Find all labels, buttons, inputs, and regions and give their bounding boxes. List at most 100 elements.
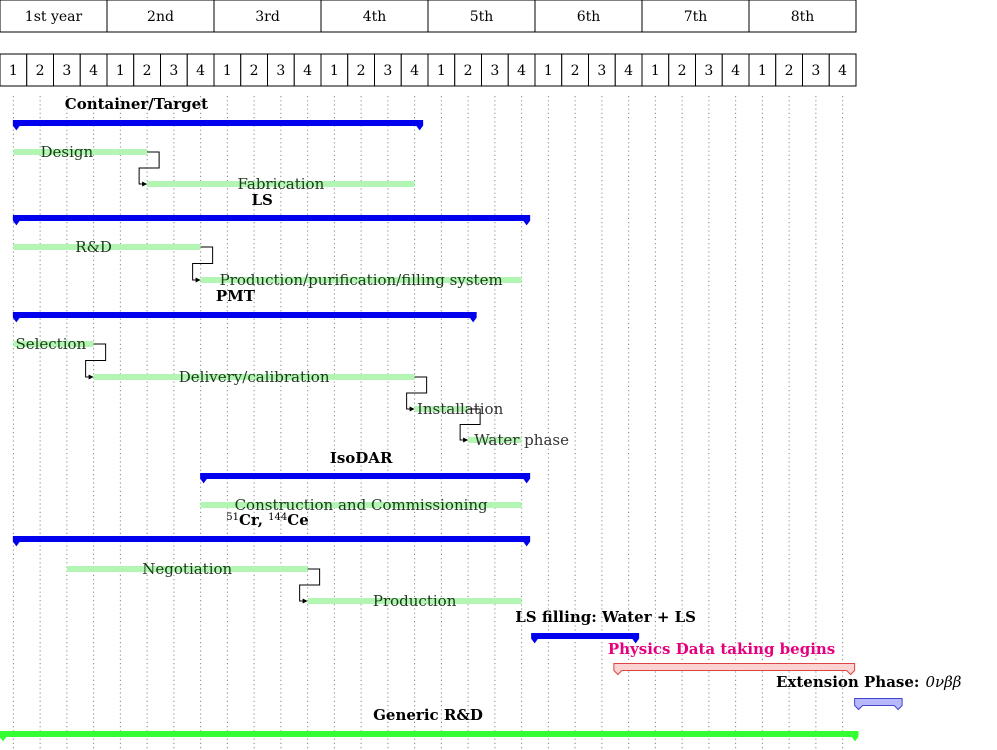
quarter-cell	[160, 53, 188, 87]
quarter-cell	[267, 53, 295, 87]
quarter-label: 1	[330, 63, 339, 79]
group-title-part: 51	[226, 512, 239, 523]
task-bar	[66, 566, 308, 572]
group-bar	[12, 312, 477, 323]
year-cell	[320, 0, 429, 33]
dependency-arrow	[406, 376, 428, 410]
dependency-arrow	[299, 568, 321, 602]
quarter-label: 4	[303, 63, 312, 79]
quarter-cell	[400, 53, 429, 87]
quarter-cell	[588, 53, 616, 87]
task-label: Production/purification/filling system	[220, 271, 503, 289]
quarter-cell	[748, 53, 777, 87]
group-title-part: Ce	[287, 511, 308, 529]
quarter-label: 2	[678, 63, 687, 79]
physics-title: Physics Data taking begins	[608, 640, 835, 658]
quarter-label: 4	[624, 63, 633, 79]
arrowhead-icon	[463, 437, 469, 443]
quarter-label: 4	[838, 63, 847, 79]
quarter-label: 3	[597, 63, 606, 79]
task-label: Installation	[417, 400, 504, 418]
quarter-label: 3	[62, 63, 71, 79]
quarter-label: 1	[758, 63, 767, 79]
quarter-label: 3	[383, 63, 392, 79]
quarter-cell	[320, 53, 349, 87]
quarter-cell	[641, 53, 670, 87]
quarter-cell	[695, 53, 723, 87]
quarter-cell	[240, 53, 268, 87]
quarter-cell	[79, 53, 108, 87]
group-bar	[12, 536, 531, 547]
quarter-label: 1	[9, 63, 18, 79]
quarter-label: 3	[169, 63, 178, 79]
year-label: 7th	[684, 9, 708, 25]
task-label: Construction and Commissioning	[235, 496, 488, 514]
quarter-label: 3	[704, 63, 713, 79]
group-title: 51Cr, 144Ce	[226, 511, 309, 529]
task-bar	[13, 341, 94, 347]
quarter-label: 1	[116, 63, 125, 79]
year-label: 8th	[791, 9, 815, 25]
quarter-label: 4	[196, 63, 205, 79]
generic-bar	[0, 731, 859, 742]
quarter-label: 3	[811, 63, 820, 79]
quarter-label: 2	[571, 63, 580, 79]
group-bar	[12, 215, 531, 226]
quarter-label: 4	[410, 63, 419, 79]
generic-title: Generic R&D	[373, 706, 483, 724]
year-cell	[641, 0, 750, 33]
task-bar	[93, 374, 415, 380]
quarter-cell	[775, 53, 803, 87]
quarter-cell	[133, 53, 161, 87]
extension-math: 0νββ	[925, 673, 961, 691]
quarter-cell	[213, 53, 242, 87]
quarter-label: 3	[490, 63, 499, 79]
task-label: Design	[41, 143, 94, 161]
group-title: PMT	[216, 287, 256, 305]
group-bar	[12, 120, 424, 131]
year-label: 6th	[577, 9, 601, 25]
task-label: Fabrication	[237, 175, 324, 193]
quarter-label: 1	[437, 63, 446, 79]
year-cell	[106, 0, 215, 33]
quarter-label: 1	[651, 63, 660, 79]
group-title: LS	[251, 191, 272, 209]
dependency-arrow	[138, 151, 160, 185]
year-label: 2nd	[147, 9, 174, 25]
arrowhead-icon	[302, 598, 308, 604]
arrowhead-icon	[195, 277, 201, 283]
quarter-label: 2	[36, 63, 45, 79]
arrowhead-icon	[409, 406, 415, 412]
task-bar	[468, 437, 522, 443]
quarter-cell	[347, 53, 375, 87]
quarter-label: 1	[223, 63, 232, 79]
quarter-cell	[534, 53, 563, 87]
task-bar	[13, 244, 201, 250]
task-bar	[200, 502, 522, 508]
quarter-label: 2	[464, 63, 473, 79]
quarter-cell	[828, 53, 857, 87]
task-label: Selection	[15, 335, 86, 353]
extension-title-line: Extension Phase:0νββ	[776, 673, 962, 691]
ls-filling-title: LS filling: Water + LS	[515, 608, 696, 626]
task-label: Production	[373, 592, 457, 610]
task-label: Water phase	[474, 431, 569, 449]
quarter-label: 2	[357, 63, 366, 79]
year-label: 1st year	[25, 9, 83, 25]
quarter-cell	[561, 53, 589, 87]
arrowhead-icon	[142, 181, 148, 187]
group-title: Container/Target	[65, 95, 208, 113]
task-bar	[13, 149, 148, 155]
quarter-cell	[507, 53, 536, 87]
task-label: Delivery/calibration	[179, 368, 330, 386]
task-bar	[200, 277, 522, 283]
extension-bar	[854, 698, 903, 711]
quarter-label: 1	[544, 63, 553, 79]
dependency-arrow	[192, 246, 214, 281]
quarter-label: 4	[731, 63, 740, 79]
ls-filling-bar	[531, 633, 640, 644]
year-cell	[748, 0, 857, 33]
year-label: 3rd	[255, 9, 280, 25]
year-cell	[427, 0, 536, 33]
